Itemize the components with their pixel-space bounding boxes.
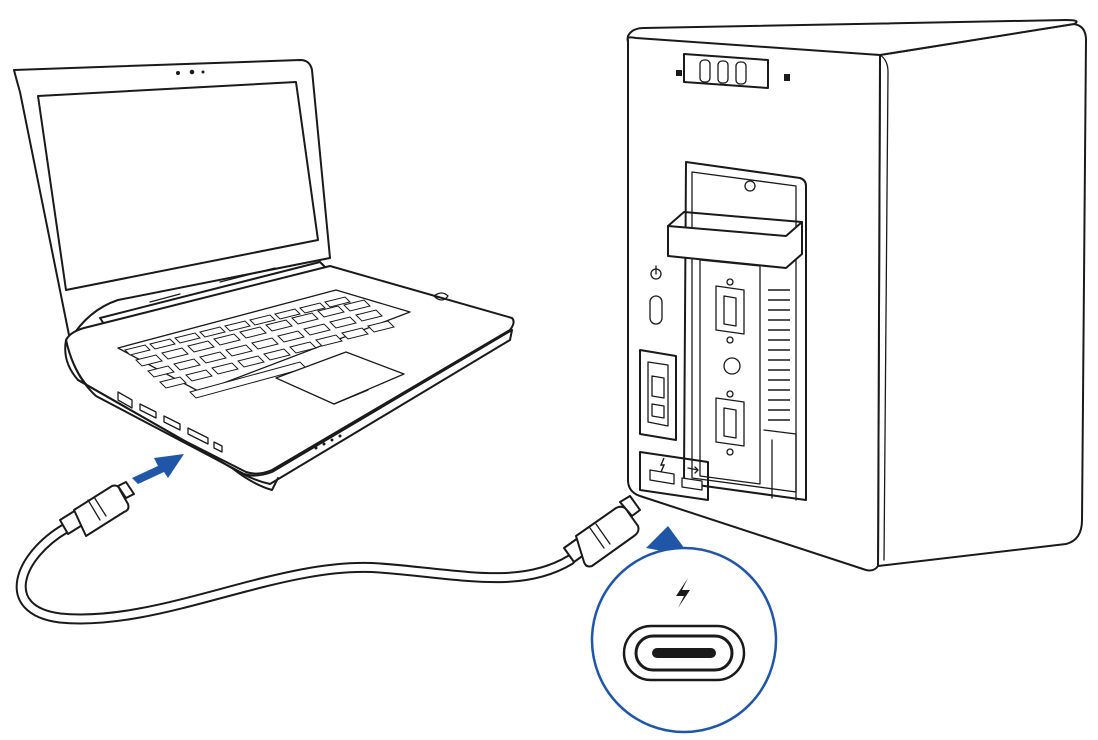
laptop-screen xyxy=(37,81,319,291)
cable-plug-right xyxy=(563,495,641,568)
laptop-keyboard xyxy=(117,289,411,399)
external-gpu-enclosure-illustration xyxy=(626,19,1087,572)
cable-plug-left xyxy=(59,481,135,537)
laptop-side-ports xyxy=(117,391,223,453)
dock-power-port xyxy=(639,349,677,441)
insert-arrow-laptop xyxy=(132,454,184,484)
dock-top-latch xyxy=(676,53,790,89)
laptop-illustration xyxy=(13,59,515,491)
thunderbolt-icon xyxy=(676,578,690,608)
dock-pcie-slot xyxy=(667,161,807,501)
dock-power-button xyxy=(649,265,663,325)
usb-c-cable xyxy=(15,481,641,625)
laptop-touchpad xyxy=(275,351,405,405)
unlock-icon xyxy=(784,74,790,81)
lock-icon xyxy=(676,70,682,76)
thunderbolt-icon-small xyxy=(659,457,666,473)
dock-io-ports xyxy=(639,451,709,501)
port-callout xyxy=(590,526,778,734)
